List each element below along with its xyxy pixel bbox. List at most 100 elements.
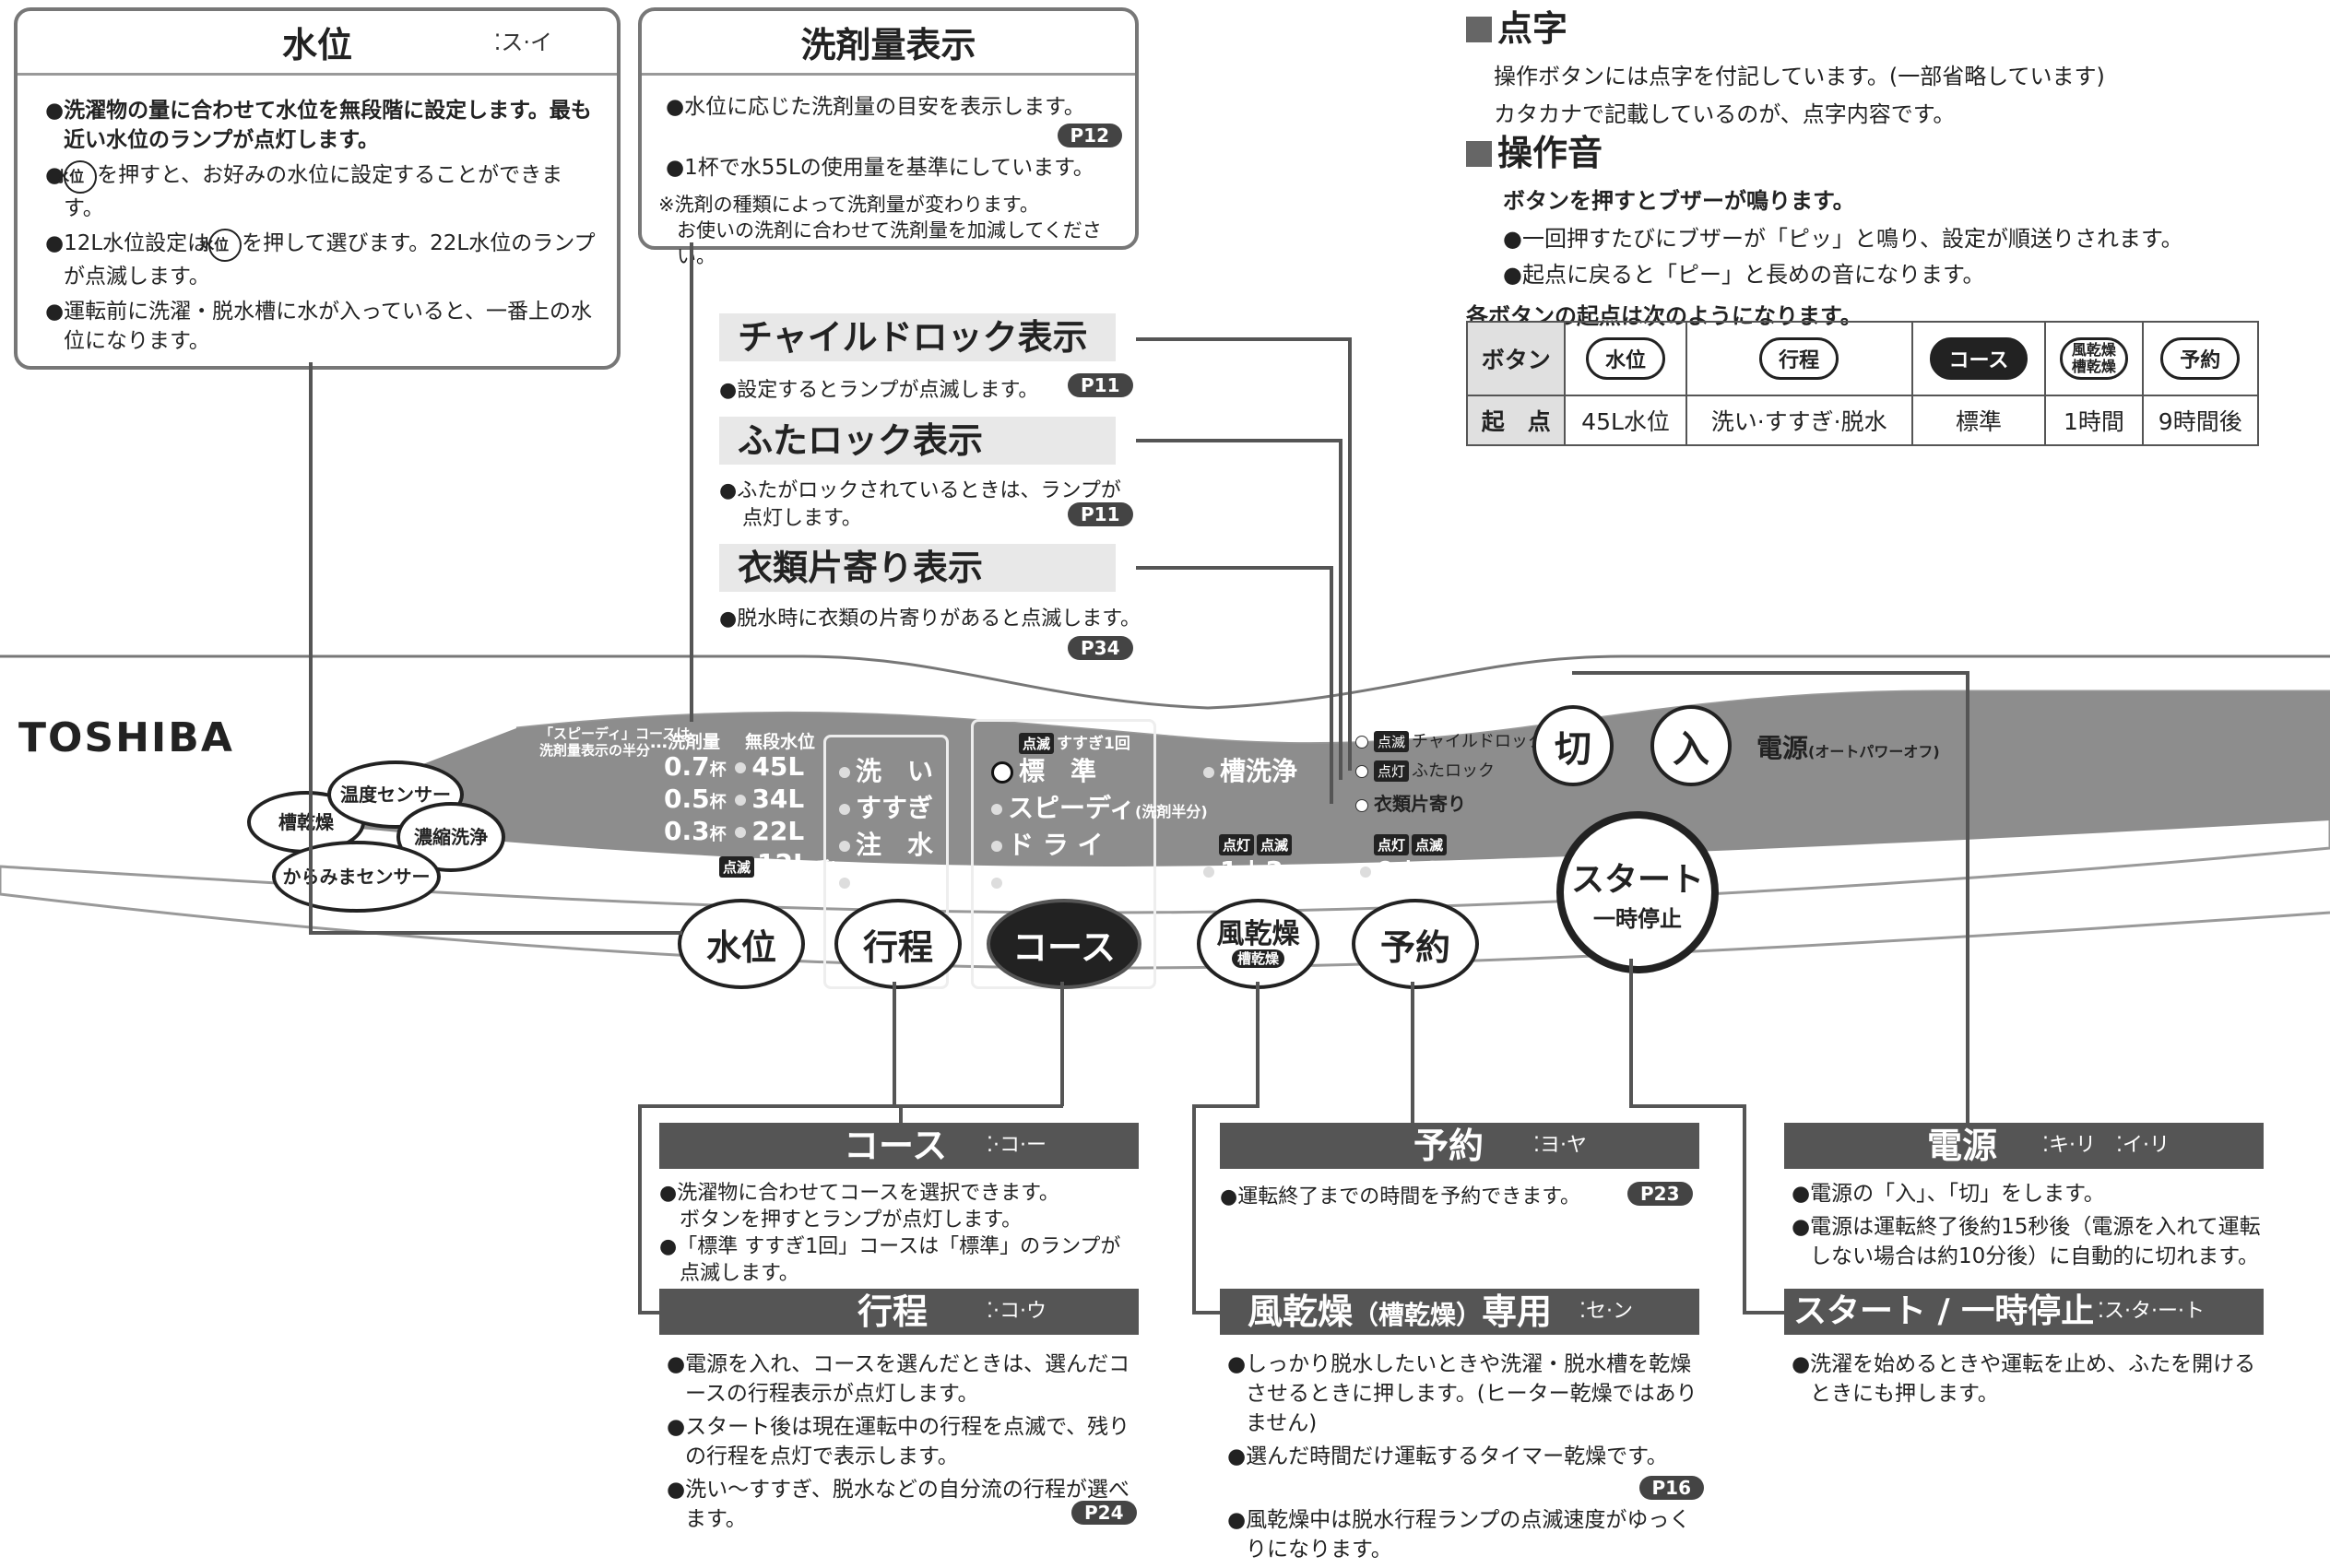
braille-line-2: カタカナで記載しているのが、点字内容です。 xyxy=(1494,101,1956,127)
power-on-button[interactable]: 入 xyxy=(1650,705,1732,786)
start-point-table: ボタン 水位 行程 コース 風乾燥槽乾燥 予約 起 点 45L水位 洗い·すすぎ… xyxy=(1465,321,2260,446)
water-level-bullet-2: ●水位を押すと、お好みの水位に設定することができます。 xyxy=(38,160,600,223)
dry-tags: 点灯点滅 xyxy=(1219,834,1295,855)
water-level-inline-button: 水位 xyxy=(54,160,98,194)
braille-label: ⁚キ·リ ⁚イ·リ xyxy=(2042,1134,2170,1157)
start-label: スタート xyxy=(1570,860,1704,899)
level-row: 0.5杯 34L xyxy=(664,784,805,814)
page-ref: P11 xyxy=(1068,502,1133,526)
power-desc: ●電源の「入」、「切」をします。 ●電源は運転終了後約15秒後（電源を入れて運転… xyxy=(1792,1182,2261,1268)
process-item-rinse: すすぎ xyxy=(839,788,933,825)
dry-timer-indicator: 1 | 3 時間 xyxy=(1203,855,1323,886)
start-pause-button[interactable]: スタート 一時停止 xyxy=(1556,811,1719,973)
sound-line-2: ●起点に戻ると「ピー」と長めの音になります。 xyxy=(1503,262,1985,288)
table-cell: 45L水位 xyxy=(1564,395,1687,446)
sound-line-1: ●一回押すたびにブザーが「ピッ」と鳴り、設定が順送りされます。 xyxy=(1503,226,2183,252)
braille-section: 点字 操作ボタンには点字を付記しています。(一部省略しています) カタカナで記載… xyxy=(1466,0,2105,128)
start-heading: スタート / 一時停止 ⁚ス·タ·ー·ト xyxy=(1784,1289,2264,1335)
page-ref: P23 xyxy=(1627,1182,1693,1206)
lid-lock-desc-1: ●ふたがロックされているときは、ランプが xyxy=(719,479,1121,502)
reserve-indicator: 9 | 6 時間後 xyxy=(1360,855,1496,886)
detergent-title: 洗剤量表示 xyxy=(642,11,1135,76)
braille-label: ⁚セ·ン xyxy=(1579,1300,1633,1323)
tub-clean-indicator: 槽洗浄 xyxy=(1203,751,1297,788)
level-header: 無段水位 xyxy=(745,732,816,752)
braille-section-title: 点字 xyxy=(1497,8,1568,49)
course-item-standard: 標 準 xyxy=(991,751,1208,788)
detergent-note-2: お使いの洗剤に合わせて洗剤量を加減してください。 xyxy=(677,219,1102,267)
power-heading: 電源 ⁚キ·リ ⁚イ·リ xyxy=(1784,1123,2264,1169)
air-dry-button[interactable]: 風乾燥 槽乾燥 xyxy=(1197,899,1319,989)
table-btn-reserve: 予約 xyxy=(2160,337,2241,380)
course-button[interactable]: コース xyxy=(987,899,1141,989)
clothes-desc: ●脱水時に衣類の片寄りがあると点滅します。 xyxy=(719,607,1141,631)
start-desc: ●洗濯を始めるときや運転を止め、ふたを開けるときにも押します。 xyxy=(1792,1352,2256,1406)
water-level-title: 水位 xyxy=(281,25,352,65)
process-item-wash: 洗 い xyxy=(839,751,933,788)
child-lock-indicator: 点滅チャイルドロック xyxy=(1355,728,1544,752)
braille-label: ⁚ヨ·ヤ xyxy=(1533,1134,1587,1157)
clothes-indicator: 衣類片寄り xyxy=(1355,789,1466,816)
table-btn-course: コース xyxy=(1929,337,2028,380)
sound-section-title: 操作音 xyxy=(1497,133,1603,173)
table-cell: 標準 xyxy=(1910,395,2047,446)
braille-label: ⁚·コ·ー xyxy=(987,1134,1047,1157)
reserve-desc: ●運転終了までの時間を予約できます。 xyxy=(1220,1185,1580,1208)
braille-label: ⁚ス·タ·ー·ト xyxy=(2098,1300,2205,1323)
course-item-speedy: スピーディ(洗剤半分) xyxy=(991,788,1208,825)
table-cell: 洗い·すすぎ·脱水 xyxy=(1685,395,1913,446)
braille-label: ⁚·コ·ウ xyxy=(987,1300,1047,1323)
detergent-note-1: ※洗剤の種類によって洗剤量が変わります。 xyxy=(658,194,1039,216)
oval-tangle-sensor: からみまセンサー xyxy=(272,841,441,913)
power-off-button[interactable]: 切 xyxy=(1532,705,1614,786)
dry-desc: ●しっかり脱水したいときや洗濯・脱水槽を乾燥させるときに押します。(ヒーター乾燥… xyxy=(1220,1346,1704,1568)
detergent-header: …洗剤量 xyxy=(650,732,721,752)
air-dry-label: 風乾燥 xyxy=(1216,918,1300,950)
table-cell: 1時間 xyxy=(2044,395,2144,446)
sound-sub: ボタンを押すとブザーが鳴ります。 xyxy=(1503,188,1855,214)
water-level-bullet-1: ●洗濯物の量に合わせて水位を無段階に設定します。最も近い水位のランプが点灯します… xyxy=(45,99,592,152)
page-ref: P12 xyxy=(1057,124,1122,147)
process-button[interactable]: 行程 xyxy=(834,899,962,989)
detergent-box: 洗剤量表示 ●水位に応じた洗剤量の目安を表示します。 P12 ●1杯で水55Lの… xyxy=(638,7,1139,267)
level-row: 0.7杯 45L xyxy=(664,751,805,782)
table-header-start: 起 点 xyxy=(1465,395,1567,446)
braille-line-1: 操作ボタンには点字を付記しています。(一部省略しています) xyxy=(1494,64,2105,89)
speedy-note: 「スピーディ」コースは 洗剤量表示の半分 xyxy=(539,725,691,759)
page-ref: P24 xyxy=(1071,1501,1137,1525)
table-cell: 9時間後 xyxy=(2141,395,2260,446)
detergent-bullet-2: ●1杯で水55Lの使用量を基準にしています。 xyxy=(666,156,1094,180)
lid-lock-desc-2: 点灯します。 xyxy=(742,507,862,530)
water-level-inline-button: 水位 xyxy=(199,229,242,262)
oval-concentrated-wash: 濃縮洗浄 xyxy=(396,802,505,872)
page-ref: P11 xyxy=(1068,373,1133,397)
child-lock-heading: チャイルドロック表示 xyxy=(719,313,1116,361)
page-ref: P16 xyxy=(1638,1476,1704,1500)
process-item-fill: 注 水 xyxy=(839,825,933,862)
table-header-button: ボタン xyxy=(1465,321,1567,396)
brand-logo: TOSHIBA xyxy=(18,714,234,761)
process-heading: 行程 ⁚·コ·ウ xyxy=(659,1289,1139,1335)
table-btn-dry: 風乾燥槽乾燥 xyxy=(2059,337,2128,380)
sound-section: 操作音 ボタンを押すとブザーが鳴ります。 ●一回押すたびにブザーが「ピッ」と鳴り… xyxy=(1466,124,2183,330)
lid-lock-heading: ふたロック表示 xyxy=(719,417,1116,465)
water-level-bullet-4: ●運転前に洗濯・脱水槽に水が入っていると、一番上の水位になります。 xyxy=(45,300,592,353)
child-lock-desc: ●設定するとランプが点滅します。 xyxy=(719,379,1039,402)
reserve-tags: 点灯点滅 xyxy=(1374,834,1449,855)
course-heading: コース ⁚·コ·ー xyxy=(659,1123,1139,1169)
pause-label: 一時停止 xyxy=(1593,905,1682,932)
clothes-heading: 衣類片寄り表示 xyxy=(719,544,1116,592)
water-level-button[interactable]: 水位 xyxy=(678,899,805,989)
course-header: 点滅すすぎ1回 xyxy=(1019,730,1130,754)
water-level-bullet-3: ●12L水位設定は水位を押して選びます。22L水位のランプが点滅します。 xyxy=(38,229,600,291)
dry-heading: 風乾燥（槽乾燥）専用 ⁚セ·ン xyxy=(1220,1289,1699,1335)
reserve-button[interactable]: 予約 xyxy=(1352,899,1479,989)
air-dry-sub: 槽乾燥 xyxy=(1231,949,1284,968)
table-btn-process: 行程 xyxy=(1759,337,1839,380)
braille-label: ⁚ス·イ xyxy=(493,29,552,55)
course-item-blanket: 毛 布 xyxy=(991,862,1208,899)
course-list: 標 準 スピーディ(洗剤半分) ド ラ イ 毛 布 xyxy=(991,751,1208,899)
process-item-spin: 脱 水 xyxy=(839,862,933,899)
